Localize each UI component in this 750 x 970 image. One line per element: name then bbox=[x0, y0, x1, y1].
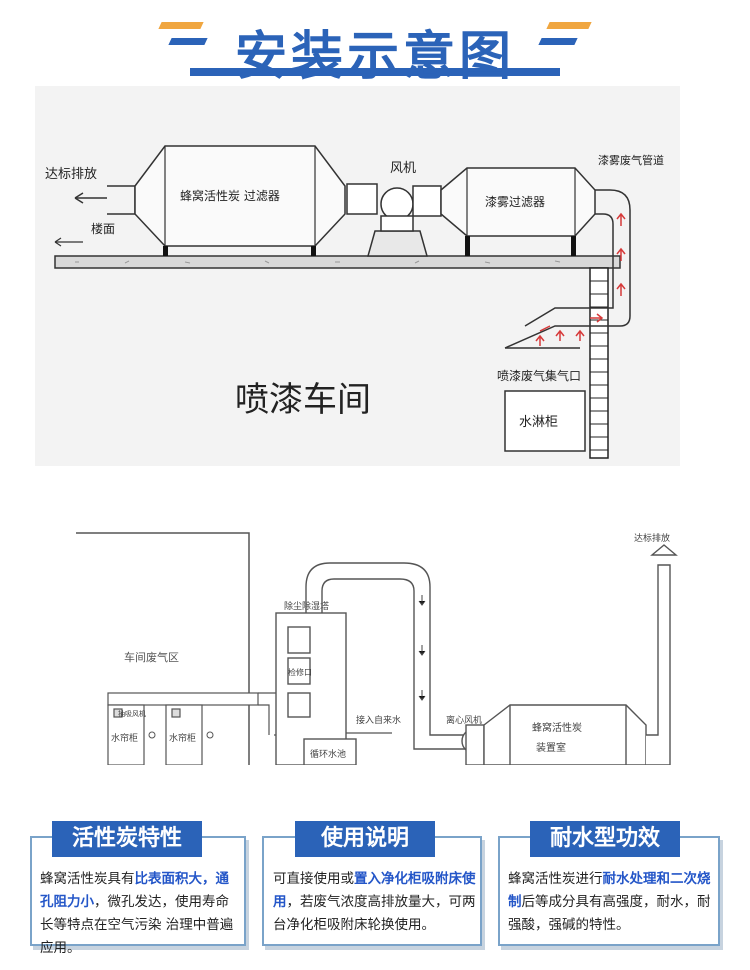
water-curtain-units bbox=[107, 692, 259, 766]
diagram-bottom-svg: 车间废气区 抽吸风机 水帘柜 水帘柜 除尘除湿塔 检修口 循环水池 bbox=[76, 532, 678, 766]
diagram-top-svg: 达标排放 蜂窝活性炭 过滤器 风机 漆雾废气管道 漆雾过滤器 楼面 喷漆车间 喷… bbox=[45, 145, 664, 459]
duct bbox=[504, 189, 631, 349]
label-water-curtain-a: 水帘柜 bbox=[111, 732, 138, 744]
centrifugal-fan bbox=[461, 724, 487, 766]
label-water-cabinet: 水淋柜 bbox=[519, 415, 558, 430]
header: 安装示意图 bbox=[0, 0, 750, 92]
label-access: 检修口 bbox=[288, 667, 312, 677]
label-exhaust: 达标排放 bbox=[45, 167, 97, 182]
card-text-water-resistance: 蜂窝活性炭进行耐水处理和二次烧制后等成分具有高强度，耐水，耐强酸，强碱的特性。 bbox=[508, 871, 711, 933]
top-duct bbox=[305, 562, 466, 736]
worker-icon bbox=[206, 731, 214, 739]
card-title-water-resistance: 耐水型功效 bbox=[530, 821, 680, 857]
installation-diagram-bottom: 车间废气区 抽吸风机 水帘柜 水帘柜 除尘除湿塔 检修口 循环水池 bbox=[74, 525, 696, 766]
label-centrifugal-fan: 离心风机 bbox=[446, 714, 482, 726]
label-inlet: 喷漆废气集气口 bbox=[497, 368, 581, 383]
carbon-box bbox=[483, 704, 647, 766]
worker-icon bbox=[148, 731, 156, 739]
chimney bbox=[646, 544, 678, 766]
duct-arrows bbox=[418, 595, 426, 701]
title-underline bbox=[190, 68, 560, 76]
fan bbox=[346, 183, 442, 257]
label-floor: 楼面 bbox=[91, 221, 115, 236]
paint-mist-filter bbox=[440, 167, 596, 256]
label-water-in: 接入自来水 bbox=[356, 714, 401, 726]
water-cabinet bbox=[504, 390, 586, 452]
label-paint-filter: 漆雾过滤器 bbox=[485, 195, 545, 209]
card-title-usage: 使用说明 bbox=[295, 821, 435, 857]
honeycomb-filter bbox=[134, 145, 346, 256]
installation-diagram-top: 达标排放 蜂窝活性炭 过滤器 风机 漆雾废气管道 漆雾过滤器 楼面 喷漆车间 喷… bbox=[35, 86, 680, 466]
label-carbon-2: 装置室 bbox=[536, 741, 566, 754]
floor-texture bbox=[75, 260, 561, 264]
label-fan: 风机 bbox=[390, 161, 416, 176]
workshop-boundary bbox=[76, 532, 250, 765]
label-carbon-1: 蜂窝活性炭 bbox=[532, 721, 582, 734]
label-workshop: 喷漆车间 bbox=[235, 380, 371, 420]
dust-removal-tower bbox=[275, 612, 357, 766]
page-title: 安装示意图 bbox=[234, 27, 515, 87]
label-workshop-area: 车间废气区 bbox=[124, 650, 179, 664]
brick-wall bbox=[589, 267, 609, 459]
label-duct-small: 抽吸风机 bbox=[118, 709, 146, 718]
label-duct: 漆雾废气管道 bbox=[598, 153, 664, 167]
flow-arrows bbox=[535, 212, 626, 346]
label-exhaust-2: 达标排放 bbox=[634, 532, 670, 544]
label-circulation: 循环水池 bbox=[310, 748, 346, 760]
card-text-activated-carbon: 蜂窝活性炭具有比表面积大，通孔阻力小，微孔发达，使用寿命长等特点在空气污染 治理… bbox=[40, 871, 234, 956]
label-honeycomb-filter: 蜂窝活性炭 过滤器 bbox=[180, 188, 280, 203]
card-text-usage: 可直接使用或置入净化柜吸附床使用，若废气浓度高排放量大，可两台净化柜吸附床轮换使… bbox=[273, 871, 476, 933]
card-title-activated-carbon: 活性炭特性 bbox=[52, 821, 202, 857]
label-water-curtain-b: 水帘柜 bbox=[169, 732, 196, 744]
